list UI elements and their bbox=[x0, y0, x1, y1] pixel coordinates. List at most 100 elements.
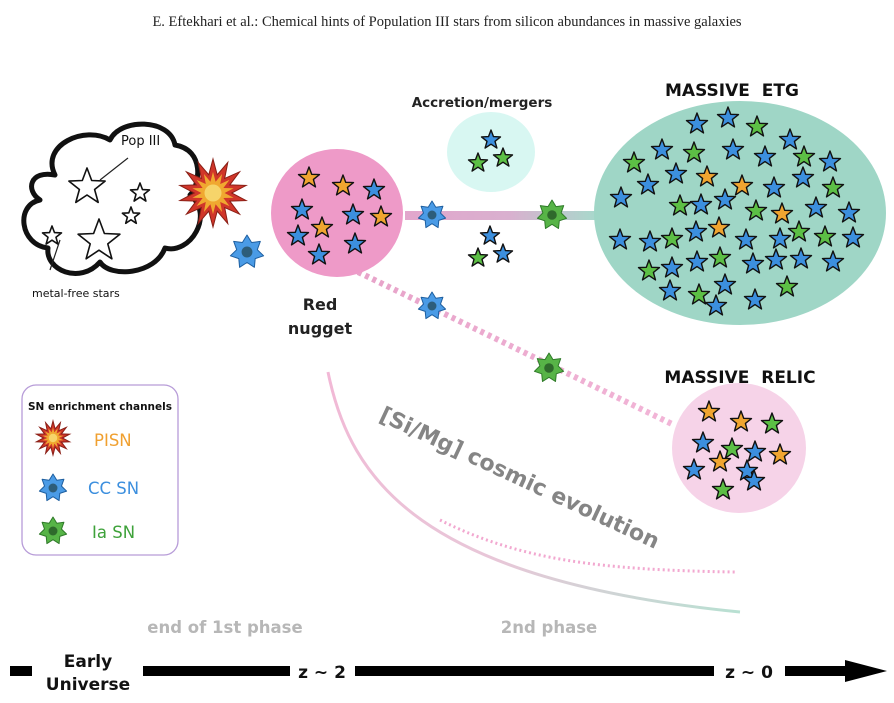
legend-item-ia-sn: Ia SN bbox=[92, 523, 135, 542]
massive-relic-stars bbox=[682, 400, 792, 500]
ia-sn-burst-icon bbox=[38, 516, 68, 545]
accretion-path bbox=[405, 211, 595, 220]
star-icon bbox=[467, 152, 489, 172]
star-icon bbox=[741, 252, 765, 274]
metal-free-label: metal-free stars bbox=[32, 287, 120, 300]
star-icon bbox=[818, 150, 842, 172]
pop3-star-icon bbox=[121, 206, 141, 225]
star-icon bbox=[331, 174, 355, 196]
timeline-arrowhead-icon bbox=[845, 660, 887, 682]
star-icon bbox=[734, 228, 758, 250]
star-icon bbox=[745, 115, 769, 137]
star-icon bbox=[689, 193, 713, 215]
star-icon bbox=[685, 112, 709, 134]
star-icon bbox=[685, 250, 709, 272]
star-icon bbox=[479, 225, 501, 245]
cc-sn-burst-icon bbox=[417, 291, 447, 320]
star-icon bbox=[637, 259, 661, 281]
ia-sn-burst-icon bbox=[533, 352, 565, 382]
star-icon bbox=[480, 129, 502, 149]
cosmic-evolution-label: [Si/Mg] cosmic evolution bbox=[375, 403, 663, 555]
star-icon bbox=[492, 243, 514, 263]
star-icon bbox=[664, 162, 688, 184]
phase1-label: end of 1st phase bbox=[147, 618, 302, 637]
star-icon bbox=[695, 165, 719, 187]
star-icon bbox=[658, 279, 682, 301]
running-header: E. Eftekhari et al.: Chemical hints of P… bbox=[152, 14, 742, 30]
si-mg-curve-etg bbox=[326, 371, 741, 614]
legend-item-cc-sn: CC SN bbox=[88, 479, 139, 498]
pop3-star-icon bbox=[77, 218, 121, 260]
red-nugget-label-line1: Red bbox=[303, 295, 338, 314]
pop3-star-icon bbox=[68, 167, 106, 204]
cc-sn-burst-icon bbox=[417, 200, 447, 229]
star-icon bbox=[837, 201, 861, 223]
pop3-star-icon bbox=[41, 225, 63, 245]
star-icon bbox=[787, 220, 811, 242]
star-icon bbox=[760, 412, 784, 434]
star-icon bbox=[821, 176, 845, 198]
star-icon bbox=[687, 283, 711, 305]
star-icon bbox=[708, 246, 732, 268]
star-icon bbox=[764, 248, 788, 270]
star-icon bbox=[789, 247, 813, 269]
star-icon bbox=[713, 188, 737, 210]
star-icon bbox=[713, 273, 737, 295]
star-icon bbox=[716, 106, 740, 128]
red-nugget-stars bbox=[286, 166, 393, 265]
accretion-blob bbox=[447, 112, 535, 192]
star-icon bbox=[762, 176, 786, 198]
star-icon bbox=[467, 247, 489, 267]
star-icon bbox=[711, 478, 735, 500]
star-icon bbox=[492, 147, 514, 167]
legend-item-pisn: PISN bbox=[94, 431, 132, 450]
star-icon bbox=[791, 166, 815, 188]
star-icon bbox=[841, 226, 865, 248]
star-icon bbox=[735, 459, 759, 481]
star-icon bbox=[691, 431, 715, 453]
pop3-star-icon bbox=[129, 182, 151, 202]
star-icon bbox=[650, 138, 674, 160]
massive-etg-stars bbox=[608, 106, 865, 316]
star-icon bbox=[310, 216, 334, 238]
star-icon bbox=[682, 458, 706, 480]
massive-relic-label: MASSIVE RELIC bbox=[664, 368, 815, 388]
star-icon bbox=[730, 174, 754, 196]
timeline-mid-label: z ~ 2 bbox=[298, 663, 346, 683]
star-icon bbox=[341, 203, 365, 225]
star-icon bbox=[609, 186, 633, 208]
star-icon bbox=[770, 202, 794, 224]
star-icon bbox=[813, 225, 837, 247]
pisn-explosion-icon bbox=[34, 419, 72, 457]
pop3-cloud bbox=[21, 121, 203, 276]
merging-stars bbox=[467, 225, 514, 267]
phase2-label: 2nd phase bbox=[501, 618, 598, 637]
legend-title: SN enrichment channels bbox=[28, 401, 172, 413]
timeline-end-label: z ~ 0 bbox=[725, 663, 773, 683]
star-icon bbox=[638, 230, 662, 252]
metal-free-pointer bbox=[49, 239, 61, 271]
cc-sn-burst-icon bbox=[38, 473, 68, 502]
massive-etg-label: MASSIVE ETG bbox=[665, 81, 799, 101]
star-icon bbox=[778, 128, 802, 150]
legend-box bbox=[21, 384, 179, 556]
star-icon bbox=[369, 205, 393, 227]
star-icon bbox=[804, 196, 828, 218]
pop3-pointer bbox=[99, 157, 129, 181]
star-icon bbox=[821, 250, 845, 272]
star-icon bbox=[668, 194, 692, 216]
accretion-stars bbox=[467, 129, 514, 172]
star-icon bbox=[743, 288, 767, 310]
star-icon bbox=[768, 227, 792, 249]
star-icon bbox=[343, 232, 367, 254]
star-icon bbox=[290, 198, 314, 220]
star-icon bbox=[707, 216, 731, 238]
relic-path bbox=[356, 269, 674, 427]
pisn-explosion-icon bbox=[177, 157, 249, 229]
star-icon bbox=[708, 450, 732, 472]
accretion-label: Accretion/mergers bbox=[412, 95, 553, 111]
star-icon bbox=[753, 145, 777, 167]
star-icon bbox=[704, 294, 728, 316]
